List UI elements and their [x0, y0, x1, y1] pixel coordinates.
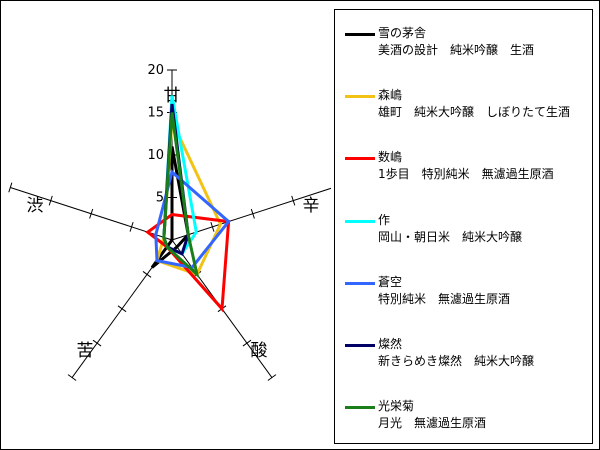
radar-tick [129, 221, 134, 232]
scale-tick-label: 15 [147, 106, 164, 121]
legend-series-desc: 月光 無濾過生原酒 [378, 416, 487, 430]
series-polygon [154, 169, 231, 270]
legend: 雪の茅舎 美酒の設計 純米吟醸 生酒 森嶋 雄町 純米大吟醸 しぼりたて生酒 数… [334, 9, 593, 444]
radar-tick [210, 221, 215, 232]
legend-swatch [345, 344, 375, 347]
legend-series-name: 蒼空 [378, 275, 403, 289]
scale-tick-label: 20 [147, 63, 164, 78]
radar-tick [48, 195, 53, 206]
radar-tick [242, 339, 252, 347]
radar-tick [117, 305, 127, 313]
radar-tick [267, 374, 277, 381]
legend-series-name: 雪の茅舎 [378, 26, 427, 40]
legend-series-name: 燦然 [378, 337, 403, 351]
legend-series-desc: 岡山・朝日米 純米大吟醸 [378, 230, 523, 244]
legend-series-desc: 新きらめき燦然 純米大吟醸 [378, 354, 535, 368]
scale-tick-label: 5 [156, 191, 164, 206]
legend-series-name: 数嶋 [378, 150, 403, 164]
legend-swatch [345, 220, 375, 223]
radar-axis-label: 酸 [251, 341, 268, 361]
legend-series-name: 作 [378, 213, 391, 227]
radar-axis-label: 苦 [77, 341, 94, 361]
radar-tick [291, 195, 296, 206]
legend-swatch [345, 33, 375, 36]
legend-swatch [345, 95, 375, 98]
radar-tick [67, 374, 77, 381]
radar-axis-label: 辛 [303, 196, 320, 216]
legend-series-desc: 美酒の設計 純米吟醸 生酒 [378, 43, 535, 57]
radar-tick [92, 339, 102, 347]
legend-series-name: 光栄菊 [378, 399, 415, 413]
radar-tick [8, 182, 13, 193]
radar-tick [89, 208, 94, 219]
radar-axis-label: 渋 [27, 196, 44, 216]
radar-tick [250, 208, 255, 219]
series-polygon [162, 112, 200, 279]
legend-swatch [345, 157, 375, 160]
legend-series-desc: 1歩目 特別純米 無濾過生原酒 [378, 167, 554, 181]
legend-series-desc: 特別純米 無濾過生原酒 [378, 292, 511, 306]
legend-swatch [345, 406, 375, 409]
scale-tick-label: 10 [147, 148, 164, 163]
radar-tick [142, 271, 152, 278]
legend-series-name: 森嶋 [378, 88, 403, 102]
series-polygon [145, 212, 231, 313]
legend-series-desc: 雄町 純米大吟醸 しぼりたて生酒 [378, 105, 571, 119]
legend-swatch [345, 282, 375, 285]
